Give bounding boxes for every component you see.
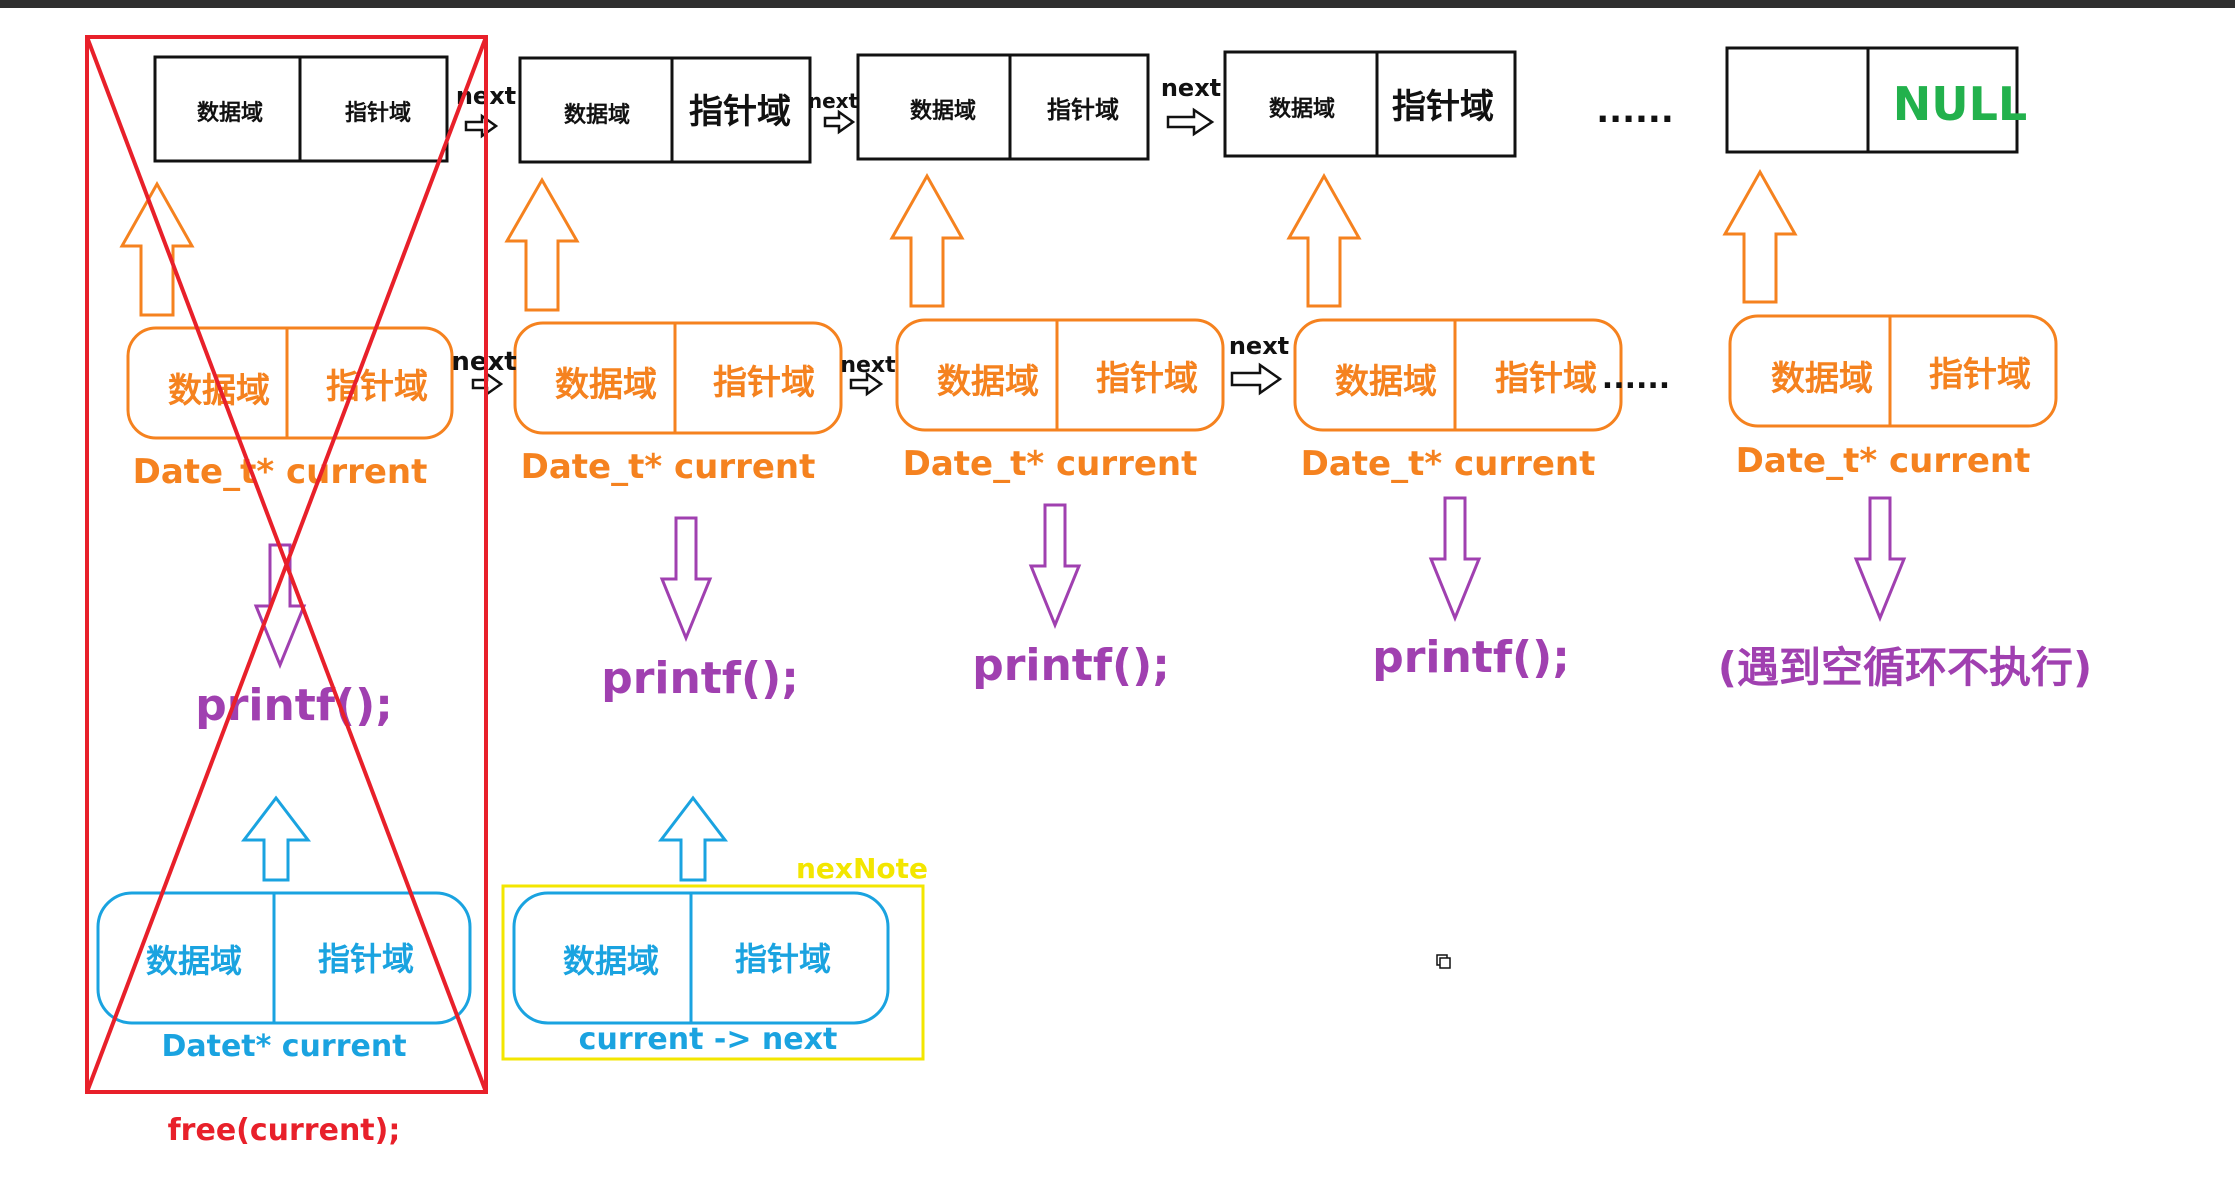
ellipsis-middle: ...... xyxy=(1602,361,1670,396)
list-node-4: 数据域 指针域 xyxy=(1223,50,1517,158)
data-field-label: 数据域 xyxy=(563,942,659,980)
pointer-field-label: 指针域 xyxy=(345,100,411,126)
pointer-field-label: 指针域 xyxy=(1096,359,1198,399)
data-field-label: 数据域 xyxy=(1269,96,1335,122)
current-label: Date_t* current xyxy=(903,444,1198,484)
next-label: next xyxy=(1161,74,1221,102)
data-field-label: 数据域 xyxy=(146,942,242,980)
current-label: Date_t* current xyxy=(1301,444,1596,484)
hollow-arrow-icon xyxy=(464,113,499,139)
freed-node-cross xyxy=(85,35,488,1094)
list-node-null: NULL xyxy=(1725,46,2027,154)
current-node-4: 数据域 指针域 xyxy=(1293,318,1623,432)
null-label: NULL xyxy=(1893,77,2027,131)
next-label: next xyxy=(1229,332,1289,360)
data-field-label: 数据域 xyxy=(937,362,1039,402)
printf-label: printf(); xyxy=(972,640,1170,691)
hollow-arrow-icon xyxy=(889,172,965,308)
hollow-arrow-icon xyxy=(659,516,713,642)
pointer-field-label: 指针域 xyxy=(735,940,831,978)
data-field-label: 数据域 xyxy=(910,98,976,124)
hollow-arrow-icon xyxy=(119,180,195,317)
list-node-1: 数据域 指针域 xyxy=(153,55,449,163)
data-field-label: 数据域 xyxy=(555,365,657,405)
hollow-arrow-icon xyxy=(1853,496,1907,622)
hollow-arrow-icon xyxy=(1166,107,1215,137)
free-current-label: free(current); xyxy=(168,1113,401,1148)
data-field-label: 数据域 xyxy=(1771,359,1873,399)
pointer-field-label: 指针域 xyxy=(1392,87,1494,127)
hollow-arrow-icon xyxy=(1028,503,1082,629)
hollow-arrow-icon xyxy=(1230,362,1283,396)
next-label: next xyxy=(808,89,859,113)
hollow-arrow-icon xyxy=(504,176,580,312)
pointer-field-label: 指针域 xyxy=(1495,359,1597,399)
current-label: Date_t* current xyxy=(1736,441,2031,481)
data-field-label: 数据域 xyxy=(1335,362,1437,402)
current-label: Date_t* current xyxy=(133,452,428,492)
hollow-arrow-icon xyxy=(849,371,884,397)
next-node-highlight: nexNote 数据域 指针域 current -> next xyxy=(501,852,928,1061)
printf-label: printf(); xyxy=(601,653,799,704)
hollow-arrow-icon xyxy=(253,543,307,669)
current-label: Date_t* current xyxy=(521,447,816,487)
window-top-bar xyxy=(0,0,2235,8)
ellipsis-top: ...... xyxy=(1596,91,1674,131)
pointer-field-label: 指针域 xyxy=(318,940,414,978)
hollow-arrow-icon xyxy=(657,795,729,882)
current-node-1: 数据域 指针域 xyxy=(126,326,454,440)
square-icon xyxy=(1436,954,1451,969)
current-node-5: 数据域 指针域 xyxy=(1728,314,2058,428)
current-node-2: 数据域 指针域 xyxy=(513,321,843,435)
current-node-3: 数据域 指针域 xyxy=(895,318,1225,432)
pointer-field-label: 指针域 xyxy=(1047,96,1119,124)
hollow-arrow-icon xyxy=(1722,168,1798,304)
pointer-field-label: 指针域 xyxy=(713,363,815,403)
hollow-arrow-icon xyxy=(1286,172,1362,308)
list-node-3: 数据域 指针域 xyxy=(856,53,1150,161)
hollow-arrow-icon xyxy=(1428,496,1482,622)
nexnote-label: nexNote xyxy=(796,852,928,885)
current-next-label: current -> next xyxy=(579,1022,838,1057)
list-node-2: 数据域 指针域 xyxy=(518,56,812,164)
pointer-field-label: 指针域 xyxy=(689,92,791,132)
hollow-arrow-icon xyxy=(823,109,856,135)
pointer-field-label: 指针域 xyxy=(326,367,428,407)
blue-current-label: Datet* current xyxy=(161,1029,406,1064)
data-field-label: 数据域 xyxy=(564,102,630,128)
pointer-field-label: 指针域 xyxy=(1929,355,2031,395)
hollow-arrow-icon xyxy=(240,795,312,882)
printf-label: printf(); xyxy=(1372,632,1570,683)
blue-current-node: 数据域 指针域 xyxy=(96,891,472,1025)
skip-loop-label: (遇到空循环不执行) xyxy=(1718,643,2092,692)
data-field-label: 数据域 xyxy=(197,100,263,126)
